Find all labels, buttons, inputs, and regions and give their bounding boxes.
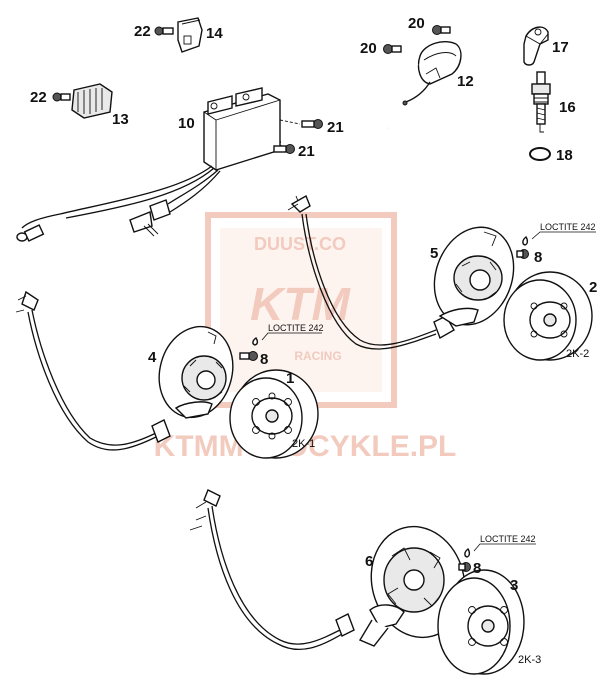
callout-12: 12 bbox=[457, 73, 474, 90]
bolt-8-b bbox=[516, 235, 529, 259]
callout-17: 17 bbox=[552, 39, 569, 56]
variant-label-2k-1: 2K-1 bbox=[292, 438, 315, 450]
bolt-20-lower bbox=[383, 44, 402, 54]
bolt-22-lower bbox=[52, 92, 71, 102]
flywheel-1 bbox=[229, 369, 319, 459]
callout-10: 10 bbox=[178, 115, 195, 132]
bolt-21-upper bbox=[301, 119, 323, 129]
callout-3: 3 bbox=[510, 577, 518, 594]
flywheel-2 bbox=[503, 271, 593, 361]
stator-4 bbox=[15, 290, 234, 451]
watermark-racing: RACING bbox=[294, 349, 341, 363]
connector-14 bbox=[177, 17, 203, 53]
callout-14: 14 bbox=[206, 25, 223, 42]
variant-label-2k-2: 2K-2 bbox=[566, 348, 589, 360]
watermark-site-top: DUUST.CO bbox=[254, 234, 346, 254]
variant-labels: 2K-2 2K-1 2K-3 bbox=[292, 348, 589, 666]
ignition-coil-12 bbox=[383, 40, 462, 129]
callout-18: 18 bbox=[556, 147, 573, 164]
loctite-label-c: LOCTITE 242 bbox=[480, 534, 536, 544]
callout-4: 4 bbox=[148, 349, 157, 366]
bolt-22-upper bbox=[154, 26, 174, 36]
callout-22-upper: 22 bbox=[134, 23, 151, 40]
watermark-brand: KTM bbox=[250, 278, 351, 330]
callout-5: 5 bbox=[430, 245, 438, 262]
regulator-13 bbox=[71, 83, 113, 119]
spark-plug-cap-17 bbox=[523, 26, 549, 66]
stator-6 bbox=[189, 489, 466, 651]
callout-13: 13 bbox=[112, 111, 129, 128]
stator-5 bbox=[287, 194, 515, 350]
callout-1: 1 bbox=[286, 370, 294, 387]
spark-plug-16 bbox=[531, 71, 551, 133]
callout-20-upper: 20 bbox=[408, 15, 425, 32]
callouts: 22 14 22 13 10 21 21 20 20 12 17 16 18 5… bbox=[30, 15, 597, 594]
loctite-labels: LOCTITE 242 LOCTITE 242 LOCTITE 242 bbox=[268, 222, 596, 544]
callout-8-a: 8 bbox=[260, 351, 268, 368]
bolt-20-upper bbox=[432, 25, 451, 35]
callout-21-upper: 21 bbox=[327, 119, 344, 136]
leader-lines bbox=[261, 231, 596, 552]
callout-8-b: 8 bbox=[534, 249, 542, 266]
bolt-21-lower bbox=[273, 144, 295, 154]
callout-22-lower: 22 bbox=[30, 89, 47, 106]
cdi-unit-10 bbox=[16, 87, 301, 242]
bolt-8-a bbox=[239, 336, 259, 361]
callout-8-c: 8 bbox=[473, 560, 481, 577]
bolt-8-c bbox=[458, 547, 471, 572]
callout-21-lower: 21 bbox=[298, 143, 315, 160]
loctite-label-b: LOCTITE 242 bbox=[540, 222, 596, 232]
callout-6: 6 bbox=[365, 553, 373, 570]
watermark: DUUST.CO KTM RACING KTMMOTOCYKLE.PL bbox=[154, 212, 456, 463]
flywheel-3 bbox=[437, 569, 525, 675]
callout-20-lower: 20 bbox=[360, 40, 377, 57]
o-ring-18 bbox=[529, 147, 551, 161]
loctite-label-a: LOCTITE 242 bbox=[268, 323, 324, 333]
variant-label-2k-3: 2K-3 bbox=[518, 654, 541, 666]
callout-2: 2 bbox=[589, 279, 597, 296]
callout-16: 16 bbox=[559, 99, 576, 116]
